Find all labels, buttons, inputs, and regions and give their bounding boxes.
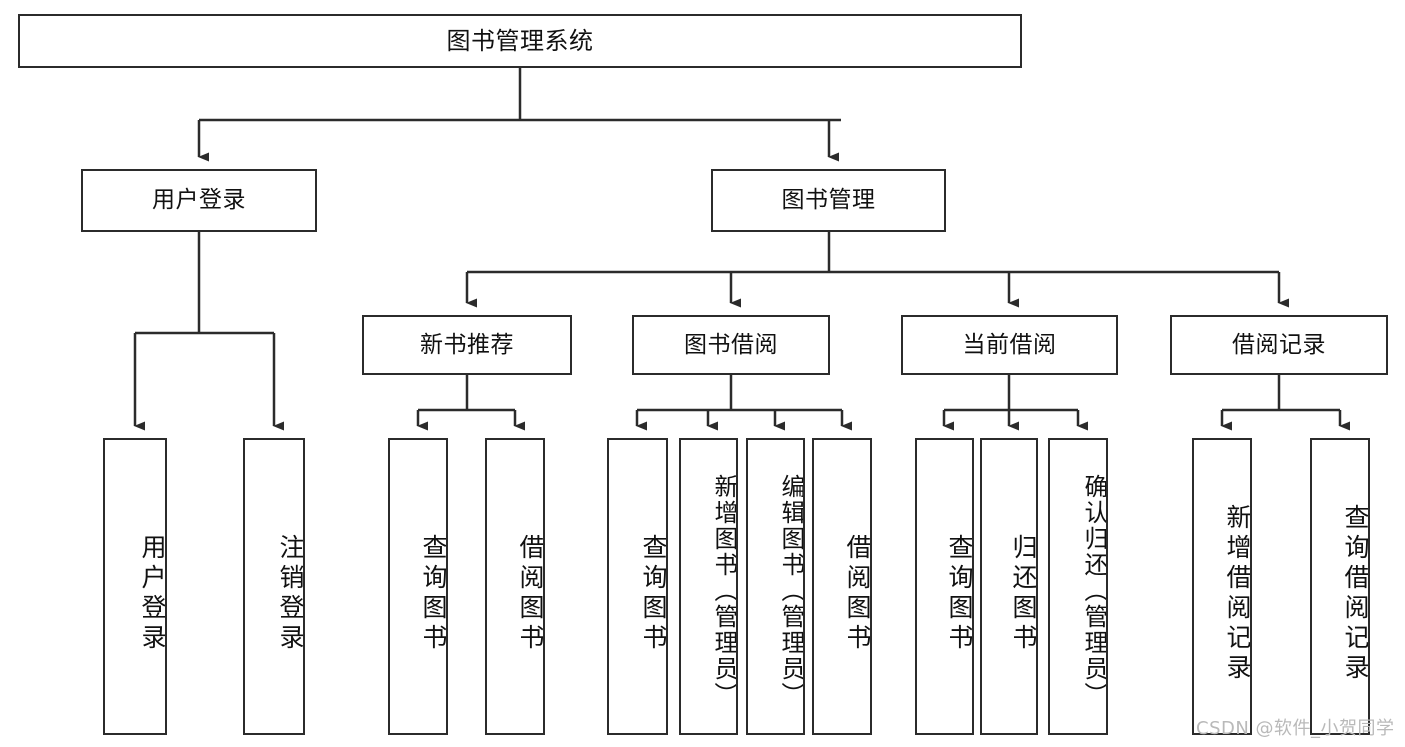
- csdn-watermark: CSDN @软件_小贺同学: [1196, 718, 1395, 739]
- node-book-management[interactable]: 图书管理: [711, 169, 946, 232]
- leaf-user-login[interactable]: 用户登录: [103, 438, 167, 735]
- leaf-confirm-return-admin[interactable]: 确认归还（管理员）: [1048, 438, 1108, 735]
- leaf-borrow-book-recommend[interactable]: 借阅图书: [485, 438, 545, 735]
- leaf-query-book-borrow[interactable]: 查询图书: [607, 438, 668, 735]
- leaf-edit-book-admin[interactable]: 编辑图书（管理员）: [746, 438, 805, 735]
- leaf-borrow-book[interactable]: 借阅图书: [812, 438, 872, 735]
- node-user-login[interactable]: 用户登录: [81, 169, 317, 232]
- leaf-user-logout[interactable]: 注销登录: [243, 438, 305, 735]
- node-root-system[interactable]: 图书管理系统: [18, 14, 1022, 68]
- leaf-add-book-admin[interactable]: 新增图书（管理员）: [679, 438, 738, 735]
- node-book-borrow[interactable]: 图书借阅: [632, 315, 830, 375]
- leaf-return-book[interactable]: 归还图书: [980, 438, 1038, 735]
- leaf-add-borrow-record[interactable]: 新增借阅记录: [1192, 438, 1252, 735]
- node-borrow-record[interactable]: 借阅记录: [1170, 315, 1388, 375]
- leaf-query-borrow-record[interactable]: 查询借阅记录: [1310, 438, 1370, 735]
- leaf-query-book-current[interactable]: 查询图书: [915, 438, 974, 735]
- leaf-query-book-recommend[interactable]: 查询图书: [388, 438, 448, 735]
- node-current-borrow[interactable]: 当前借阅: [901, 315, 1118, 375]
- node-new-book-recommend[interactable]: 新书推荐: [362, 315, 572, 375]
